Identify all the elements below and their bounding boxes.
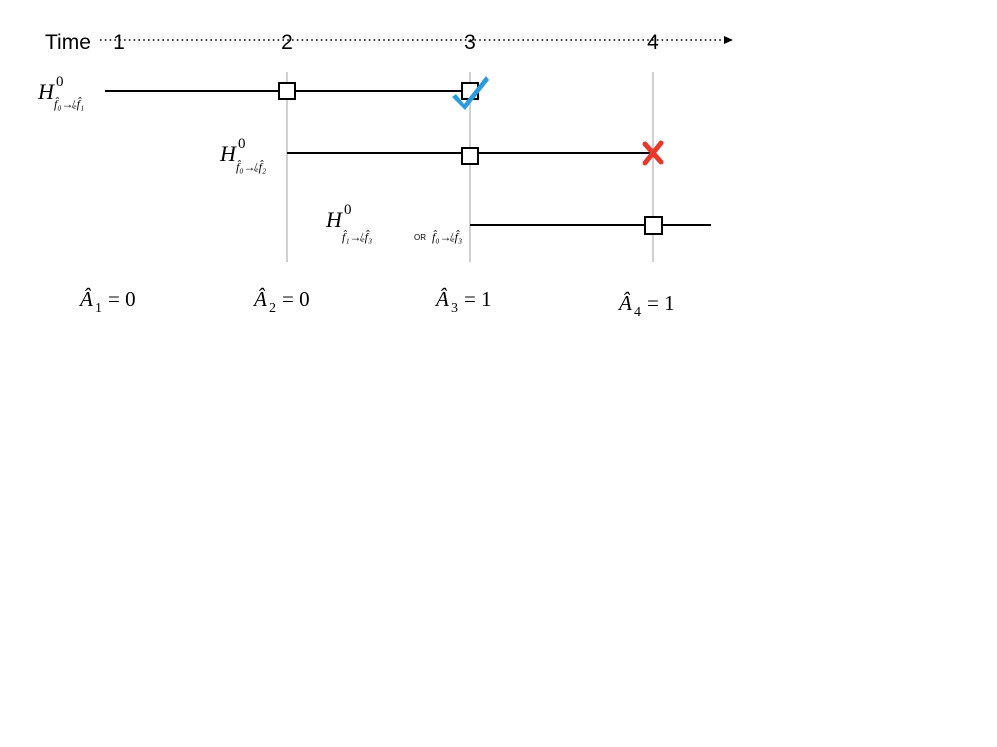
estimate-1-var: Â xyxy=(78,287,93,311)
hypothesis-1-symbol: H xyxy=(37,79,55,104)
hypothesis-2-label: H xyxy=(219,141,237,166)
check-icon xyxy=(452,76,489,110)
hypothesis-3-subscript-part1: f̂₁↛ₑf̂₃ xyxy=(342,229,372,244)
hypothesis-1-subscript: f̂₀↛ₑf̂₁ xyxy=(54,96,84,111)
hypothesis-1-test-box-2 xyxy=(278,82,296,100)
hypothesis-2-subscript: f̂₀↛ₑf̂₂ xyxy=(236,159,266,174)
hypothesis-3-subscript-or: OR xyxy=(414,233,426,242)
estimate-2-index: 2 xyxy=(269,301,276,316)
hypothesis-3: H 0 f̂₁↛ₑf̂₃ OR f̂₀↛ₑf̂₃ xyxy=(325,202,711,244)
hypothesis-3-test-box-4 xyxy=(644,216,663,235)
estimate-1: Â 1 = 0 xyxy=(78,287,136,316)
cross-icon xyxy=(642,140,664,166)
estimate-1-value: = 0 xyxy=(108,287,136,311)
estimate-4: Â 4 = 1 xyxy=(617,291,675,320)
estimate-3-index: 3 xyxy=(451,301,458,316)
time-axis-label: Time xyxy=(45,31,91,54)
hypothesis-3-symbol: H xyxy=(325,207,343,232)
time-tick-3: 3 xyxy=(464,31,476,54)
svg-text:Â: Â xyxy=(252,287,267,311)
hypothesis-3-subscript-part2: f̂₀↛ₑf̂₃ xyxy=(432,229,462,244)
estimate-2-var: Â xyxy=(252,287,267,311)
estimate-2-value: = 0 xyxy=(282,287,310,311)
estimate-4-index: 4 xyxy=(634,305,641,320)
svg-text:Â: Â xyxy=(78,287,93,311)
hypothesis-2-test-box-3 xyxy=(461,147,479,165)
estimate-3-var: Â xyxy=(434,287,449,311)
svg-text:Â: Â xyxy=(617,291,632,315)
hypothesis-3-label: H xyxy=(325,207,343,232)
estimate-2: Â 2 = 0 xyxy=(252,287,310,316)
estimate-4-value: = 1 xyxy=(647,291,675,315)
time-tick-2: 2 xyxy=(281,31,293,54)
time-tick-1: 1 xyxy=(113,31,125,54)
hypothesis-3-superscript: 0 xyxy=(344,202,352,218)
estimate-3: Â 3 = 1 xyxy=(434,287,492,316)
estimate-3-value: = 1 xyxy=(464,287,492,311)
hypothesis-1: H 0 f̂₀↛ₑf̂₁ xyxy=(37,74,489,111)
hypothesis-1-superscript: 0 xyxy=(56,74,64,90)
estimate-1-index: 1 xyxy=(95,301,102,316)
svg-text:Â: Â xyxy=(434,287,449,311)
time-tick-4: 4 xyxy=(647,31,659,54)
estimate-4-var: Â xyxy=(617,291,632,315)
hypothesis-2-superscript: 0 xyxy=(238,136,246,152)
hypothesis-1-label: H xyxy=(37,79,55,104)
hypothesis-2-symbol: H xyxy=(219,141,237,166)
hypothesis-2: H 0 f̂₀↛ₑf̂₂ xyxy=(219,136,664,174)
